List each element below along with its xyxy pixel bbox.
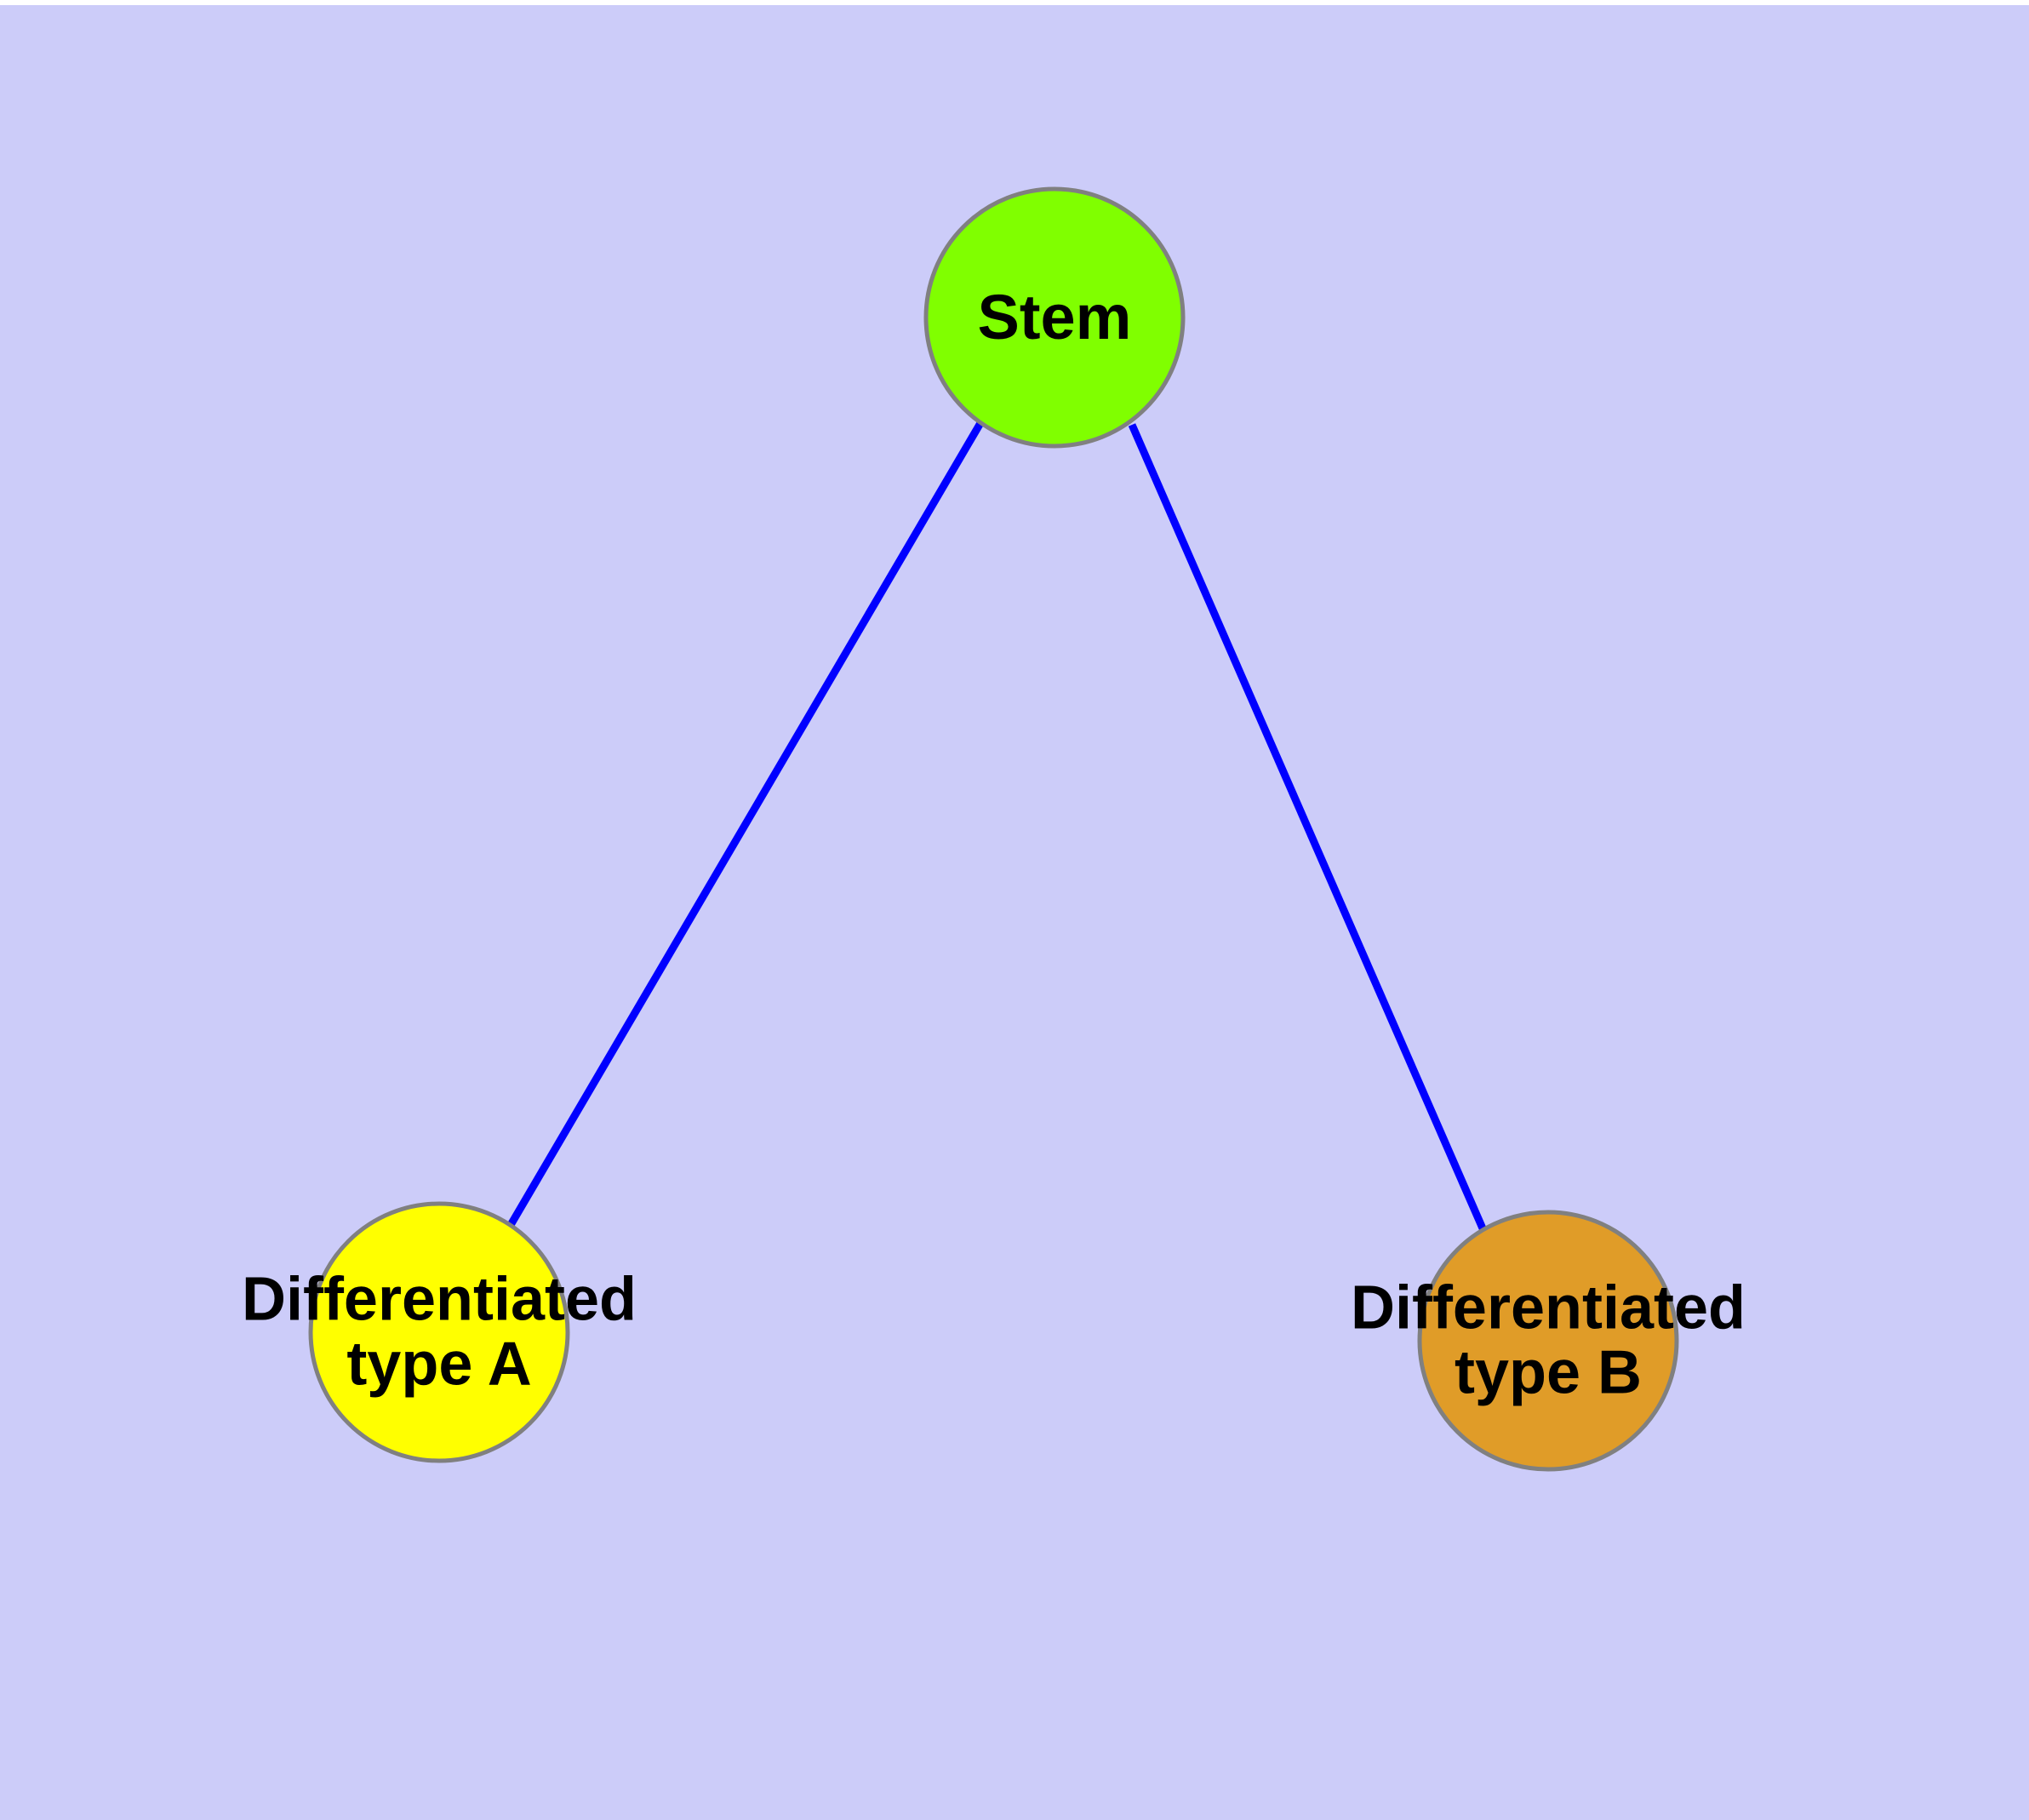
edge-layer bbox=[507, 421, 1487, 1230]
node-differentiated-type-b[interactable] bbox=[1417, 1210, 1679, 1472]
node-differentiated-type-a[interactable] bbox=[308, 1201, 570, 1463]
node-layer bbox=[308, 186, 1679, 1472]
node-stem[interactable] bbox=[923, 186, 1186, 449]
edge-stem-to-diff-b bbox=[1128, 423, 1487, 1230]
edge-stem-to-diff-a bbox=[507, 421, 984, 1228]
